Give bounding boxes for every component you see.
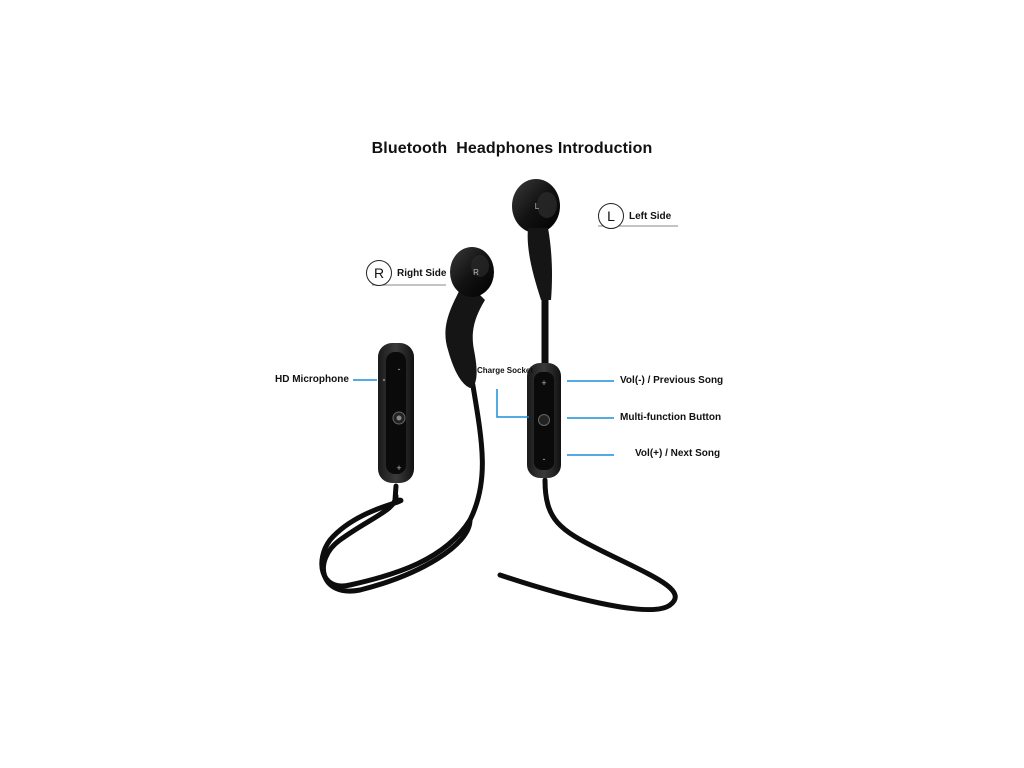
- right-side-badge: R Right Side: [366, 260, 446, 286]
- mic-remote-plus-mark: +: [396, 463, 401, 473]
- vol-minus-label: Vol(-) / Previous Song: [620, 375, 724, 386]
- left-bud-mark: L: [535, 202, 540, 211]
- control-remote: [527, 363, 561, 478]
- diagram-title: Bluetooth Headphones Introduction: [371, 140, 653, 157]
- control-remote-plus-mark: +: [541, 378, 546, 388]
- vol-plus-label: Vol(+) / Next Song: [635, 448, 721, 459]
- left-side-letter: L: [598, 203, 624, 229]
- control-remote-minus-mark: -: [543, 454, 546, 464]
- neckband-loop: [321, 493, 473, 594]
- left-earbud: [512, 179, 560, 300]
- right-cable: [497, 477, 678, 613]
- right-bud-mark: R: [473, 268, 479, 277]
- right-earbud: [445, 247, 494, 388]
- multi-function-label: Multi-function Button: [620, 412, 722, 423]
- left-side-badge: L Left Side: [598, 203, 671, 229]
- right-side-label: Right Side: [397, 267, 447, 279]
- microphone-remote: [378, 343, 414, 483]
- hd-microphone-label: HD Microphone: [275, 374, 349, 385]
- left-side-label: Left Side: [629, 210, 672, 222]
- charge-socket-line: [496, 389, 529, 418]
- mic-remote-minus-mark: -: [398, 364, 401, 374]
- charge-socket-label: Charge Socket: [477, 366, 534, 375]
- right-side-letter: R: [366, 260, 392, 286]
